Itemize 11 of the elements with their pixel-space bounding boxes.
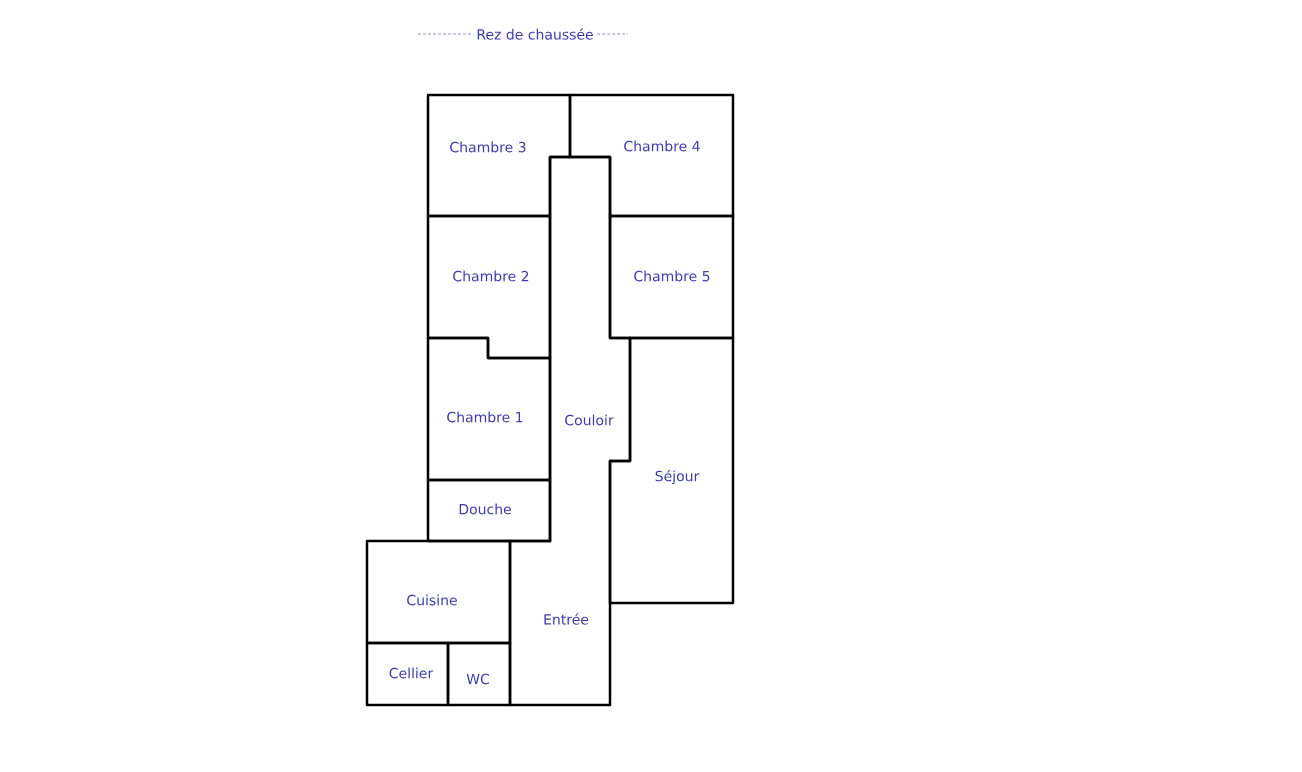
room: Chambre 2 bbox=[426, 214, 552, 360]
room: Douche bbox=[426, 478, 552, 543]
room: Chambre 3 bbox=[426, 93, 572, 218]
room: Chambre 1 bbox=[426, 336, 552, 482]
room: Couloir bbox=[548, 155, 632, 543]
room: Cellier bbox=[365, 641, 450, 707]
room: Chambre 4 bbox=[568, 93, 735, 218]
room: Chambre 5 bbox=[608, 214, 735, 340]
room: Cuisine bbox=[365, 539, 512, 645]
title: Rez de chaussée bbox=[477, 28, 593, 40]
room: WC bbox=[446, 641, 512, 707]
